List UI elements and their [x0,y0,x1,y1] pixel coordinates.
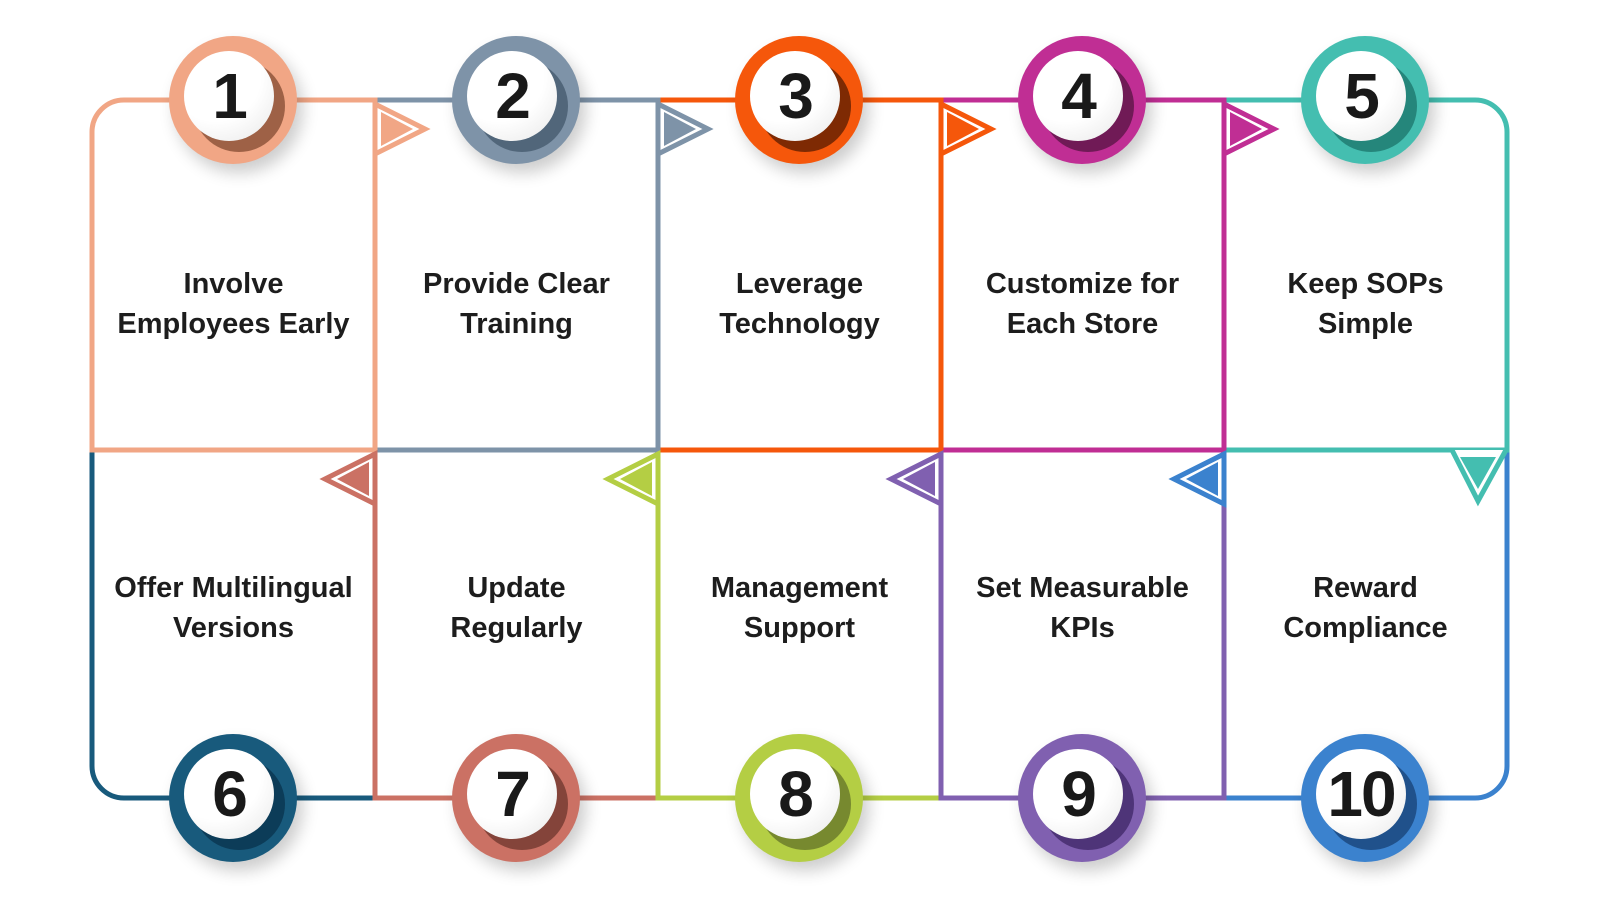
step-2-badge: 2 [452,36,580,164]
step-4-badge: 4 [1018,36,1146,164]
step-5-badge: 5 [1301,36,1429,164]
step-9-badge: 9 [1018,734,1146,862]
step-3-label: Leverage Technology [719,268,880,340]
step-1-label: Involve Employees Early [117,268,350,340]
arrow-right-icon-step1 [372,99,431,159]
step-1-badge: 1 [169,36,297,164]
step-6-label: Offer Multilingual Versions [114,572,353,644]
step-2-label: Provide Clear Training [423,268,610,340]
step-7-label: Update Regularly [450,572,583,644]
step-6-number: 6 [184,749,274,839]
step-3-number: 3 [750,51,840,141]
box-outline-step-6 [89,447,378,801]
arrow-left-icon-step10 [1168,449,1227,509]
step-1-number: 1 [184,51,274,141]
step-8-badge: 8 [735,734,863,862]
step-8-number: 8 [750,749,840,839]
box-outline-step-10 [1221,447,1510,801]
arrow-right-icon-step2 [655,99,714,159]
step-8-label: Management Support [710,572,889,644]
step-4-number: 4 [1033,51,1123,141]
arrow-left-icon-step9 [885,449,944,509]
step-10-badge: 10 [1301,734,1429,862]
arrow-left-icon-step7 [319,449,378,509]
step-10-label: Reward Compliance [1283,572,1448,644]
step-3-badge: 3 [735,36,863,164]
arrow-left-icon-step8 [602,449,661,509]
arrow-right-icon-step3 [938,99,997,159]
step-9-label: Set Measurable KPIs [976,572,1189,644]
box-outline-step-5 [1221,97,1510,453]
step-7-number: 7 [467,749,557,839]
step-5-number: 5 [1316,51,1406,141]
step-10-number: 10 [1316,749,1406,839]
arrow-down-icon-step5 [1449,448,1509,507]
step-7-badge: 7 [452,734,580,862]
step-9-number: 9 [1033,749,1123,839]
step-5-label: Keep SOPs Simple [1287,268,1444,340]
box-outline-step-1 [89,97,378,453]
arrow-right-icon-step4 [1221,99,1280,159]
step-2-number: 2 [467,51,557,141]
step-4-label: Customize for Each Store [985,268,1180,340]
step-6-badge: 6 [169,734,297,862]
